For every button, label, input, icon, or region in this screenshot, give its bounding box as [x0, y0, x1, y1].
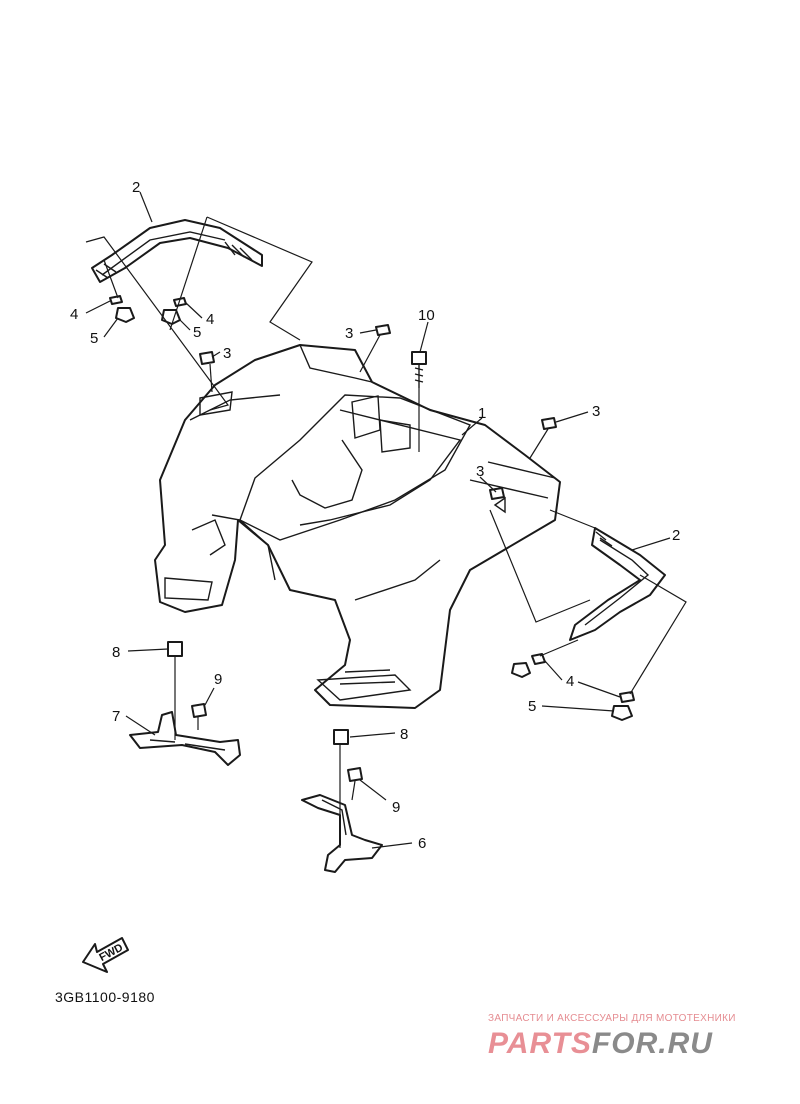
fwd-arrow-icon: FWD: [82, 937, 129, 973]
watermark-subtitle: ЗАПЧАСТИ И АКСЕССУАРЫ ДЛЯ МОТОТЕХНИКИ: [488, 1013, 736, 1024]
callout-4: 4: [70, 306, 78, 323]
callout-2: 2: [672, 527, 680, 544]
rear-fender: [154, 344, 561, 709]
callout-3: 3: [223, 345, 231, 362]
callout-5: 5: [528, 698, 536, 715]
callout-9: 9: [214, 671, 222, 688]
callout-9: 9: [392, 799, 400, 816]
callout-1: 1: [478, 405, 486, 422]
callout-7: 7: [112, 708, 120, 725]
fastener-group: [109, 295, 635, 782]
watermark-logo: PARTSFOR.RU: [488, 1027, 713, 1060]
watermark-logo-left: PARTS: [488, 1027, 592, 1060]
callout-3: 3: [476, 463, 484, 480]
callout-4: 4: [566, 673, 574, 690]
drawing-code: 3GB1100-9180: [55, 989, 155, 1005]
bracket-left: [129, 711, 241, 766]
leader-lines: [85, 191, 687, 849]
callout-6: 6: [418, 835, 426, 852]
callout-4: 4: [206, 311, 214, 328]
callout-8: 8: [112, 644, 120, 661]
callout-2: 2: [132, 179, 140, 196]
callout-3: 3: [345, 325, 353, 342]
callout-5: 5: [90, 330, 98, 347]
callout-3: 3: [592, 403, 600, 420]
grab-bar-right: [569, 527, 666, 641]
grab-bar-left: [91, 219, 263, 283]
callout-10: 10: [418, 307, 435, 324]
bracket-right: [301, 794, 383, 873]
watermark: ЗАПЧАСТИ И АКСЕССУАРЫ ДЛЯ МОТОТЕХНИКИ PA…: [488, 1013, 736, 1060]
callout-labels: 1 2 2 3 3 3 3 4 4 4 5 5 5 6 7 8 8 9 9 10: [70, 179, 680, 852]
watermark-logo-right: FOR.RU: [592, 1027, 713, 1060]
fwd-label: FWD: [97, 942, 125, 964]
callout-5: 5: [193, 324, 201, 341]
callout-8: 8: [400, 726, 408, 743]
